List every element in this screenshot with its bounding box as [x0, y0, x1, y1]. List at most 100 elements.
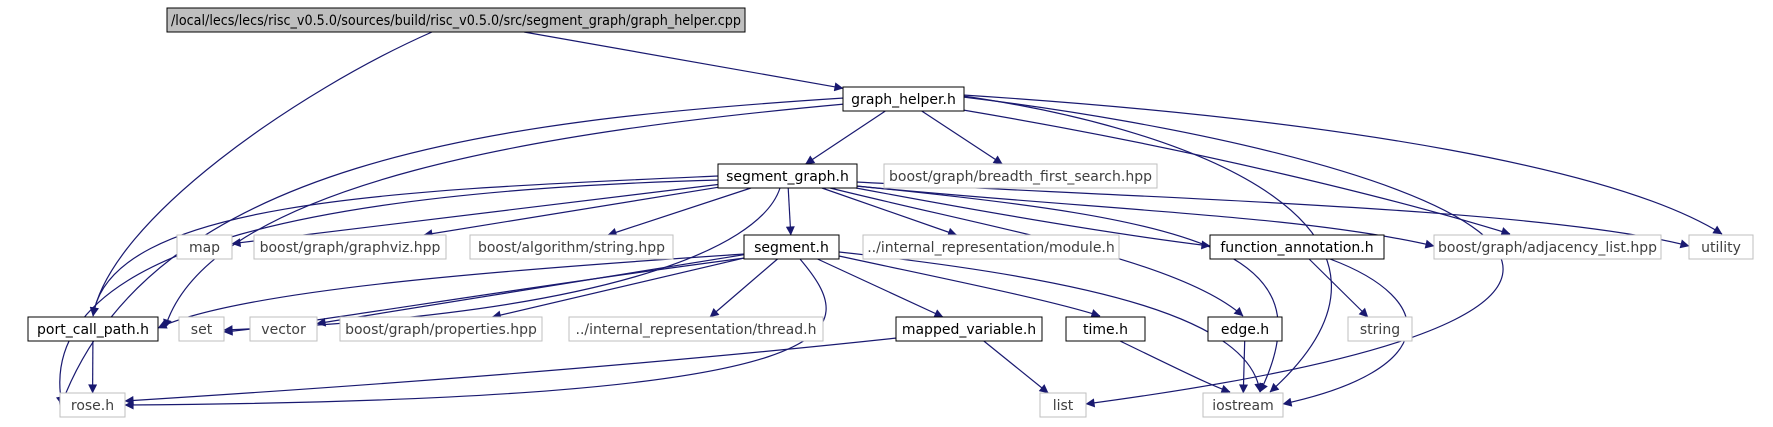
node-box-string-hpp — [469, 234, 674, 260]
node-box-bfs-hpp — [883, 163, 1158, 189]
node-box-adjacency-list-hpp — [1433, 234, 1662, 260]
node-label-vector: vector — [261, 322, 306, 338]
edge-segment-h-to-time-h — [838, 255, 1101, 318]
node-label-iostream: iostream — [1212, 398, 1274, 414]
edge-graph-helper-h-to-set — [163, 103, 846, 329]
node-time-h[interactable]: time.h — [1065, 316, 1146, 342]
node-box-properties-hpp — [339, 316, 543, 342]
edge-root-to-graph-helper-h — [523, 31, 844, 92]
edge-segment-graph-h-to-graphviz-hpp — [423, 186, 719, 239]
edge-segment-graph-h-to-utility — [855, 181, 1690, 249]
edge-segment-h-to-thread-h — [709, 258, 778, 318]
node-label-port-call-path-h: port_call_path.h — [37, 322, 149, 338]
node-box-utility — [1688, 234, 1754, 260]
edge-segment-h-to-properties-hpp — [491, 257, 745, 320]
edge-graph-helper-h-to-list — [962, 96, 1504, 408]
node-label-root: /local/lecs/lecs/risc_v0.5.0/sources/bui… — [171, 13, 741, 29]
edge-segment-graph-h-to-adjacency-list-hpp — [855, 185, 1435, 249]
node-iostream: iostream — [1202, 392, 1284, 418]
node-label-mapped-variable-h: mapped_variable.h — [902, 322, 1036, 338]
edge-graph-helper-h-to-rose-h — [58, 97, 845, 409]
node-box-map — [176, 234, 233, 260]
node-string-hpp: boost/algorithm/string.hpp — [469, 234, 674, 260]
node-segment-graph-h[interactable]: segment_graph.h — [717, 163, 858, 189]
node-label-time-h: time.h — [1083, 322, 1128, 338]
node-properties-hpp: boost/graph/properties.hpp — [339, 316, 543, 342]
edge-edge-h-to-iostream — [1239, 340, 1249, 394]
node-box-graphviz-hpp — [253, 234, 447, 260]
edge-graph-helper-h-to-bfs-hpp — [921, 110, 1003, 165]
edge-segment-h-to-mapped-variable-h — [817, 258, 944, 318]
node-string: string — [1347, 316, 1413, 342]
node-box-iostream — [1202, 392, 1284, 418]
node-adjacency-list-hpp: boost/graph/adjacency_list.hpp — [1433, 234, 1662, 260]
node-utility: utility — [1688, 234, 1754, 260]
node-label-graphviz-hpp: boost/graph/graphviz.hpp — [260, 240, 441, 256]
node-label-string-hpp: boost/algorithm/string.hpp — [478, 240, 665, 256]
edge-time-h-to-iostream — [1119, 340, 1231, 394]
node-box-module-h — [862, 234, 1120, 260]
node-segment-h[interactable]: segment.h — [743, 234, 840, 260]
node-box-string — [1347, 316, 1413, 342]
node-module-h: ../internal_representation/module.h — [862, 234, 1120, 260]
node-box-function-annotation-h — [1209, 234, 1385, 260]
edge-segment-h-to-rose-h — [124, 258, 827, 410]
root-file-node: /local/lecs/lecs/risc_v0.5.0/sources/bui… — [166, 7, 746, 33]
node-thread-h: ../internal_representation/thread.h — [568, 316, 824, 342]
node-list: list — [1039, 392, 1087, 418]
node-label-segment-graph-h: segment_graph.h — [726, 169, 849, 185]
node-edge-h[interactable]: edge.h — [1207, 316, 1283, 342]
node-box-graph-helper-h — [842, 86, 965, 112]
node-box-time-h — [1065, 316, 1146, 342]
node-box-port-call-path-h — [27, 316, 159, 342]
node-rose-h: rose.h — [59, 392, 126, 418]
node-label-module-h: ../internal_representation/module.h — [867, 240, 1115, 256]
edge-function-annotation-h-to-string — [1308, 258, 1369, 318]
node-box-rose-h — [59, 392, 126, 418]
node-box-root — [166, 7, 746, 33]
edge-segment-graph-h-to-function-annotation-h — [855, 187, 1211, 250]
edge-segment-graph-h-to-segment-h — [785, 187, 795, 236]
node-box-set — [178, 316, 225, 342]
node-label-map: map — [189, 240, 220, 256]
node-label-thread-h: ../internal_representation/thread.h — [576, 322, 817, 338]
edge-graph-helper-h-to-segment-graph-h — [805, 110, 886, 165]
node-label-list: list — [1053, 398, 1074, 414]
node-box-thread-h — [568, 316, 824, 342]
node-label-graph-helper-h: graph_helper.h — [851, 92, 956, 108]
node-label-adjacency-list-hpp: boost/graph/adjacency_list.hpp — [1438, 240, 1657, 256]
edge-segment-h-to-port-call-path-h — [157, 253, 746, 329]
node-label-string: string — [1360, 322, 1400, 338]
edge-graph-helper-h-to-utility — [962, 94, 1723, 235]
node-port-call-path-h[interactable]: port_call_path.h — [27, 316, 159, 342]
node-box-segment-graph-h — [717, 163, 858, 189]
node-label-edge-h: edge.h — [1221, 322, 1269, 338]
node-vector: vector — [249, 316, 318, 342]
node-graph-helper-h[interactable]: graph_helper.h — [842, 86, 965, 112]
edge-mapped-variable-h-to-list — [983, 340, 1049, 394]
node-box-mapped-variable-h — [895, 316, 1043, 342]
edge-segment-h-to-vector — [316, 254, 745, 327]
edge-segment-h-to-iostream — [838, 251, 1264, 393]
node-box-segment-h — [743, 234, 840, 260]
node-label-set: set — [191, 322, 213, 338]
edge-graph-helper-h-to-adjacency-list-hpp — [962, 109, 1511, 236]
node-label-rose-h: rose.h — [71, 398, 114, 414]
node-set: set — [178, 316, 225, 342]
edge-segment-graph-h-to-iostream — [855, 185, 1279, 393]
node-label-utility: utility — [1701, 240, 1741, 256]
edge-segment-graph-h-to-map — [231, 183, 719, 248]
node-function-annotation-h[interactable]: function_annotation.h — [1209, 234, 1385, 260]
edge-segment-graph-h-to-string-hpp — [607, 187, 752, 237]
edge-graph-helper-h-to-iostream — [962, 95, 1332, 393]
node-mapped-variable-h[interactable]: mapped_variable.h — [895, 316, 1043, 342]
node-bfs-hpp: boost/graph/breadth_first_search.hpp — [883, 163, 1158, 189]
node-label-properties-hpp: boost/graph/properties.hpp — [345, 322, 537, 338]
node-box-edge-h — [1207, 316, 1283, 342]
node-graphviz-hpp: boost/graph/graphviz.hpp — [253, 234, 447, 260]
node-box-list — [1039, 392, 1087, 418]
edge-mapped-variable-h-to-rose-h — [124, 337, 898, 405]
edge-segment-graph-h-to-port-call-path-h — [89, 175, 720, 317]
node-map: map — [176, 234, 233, 260]
